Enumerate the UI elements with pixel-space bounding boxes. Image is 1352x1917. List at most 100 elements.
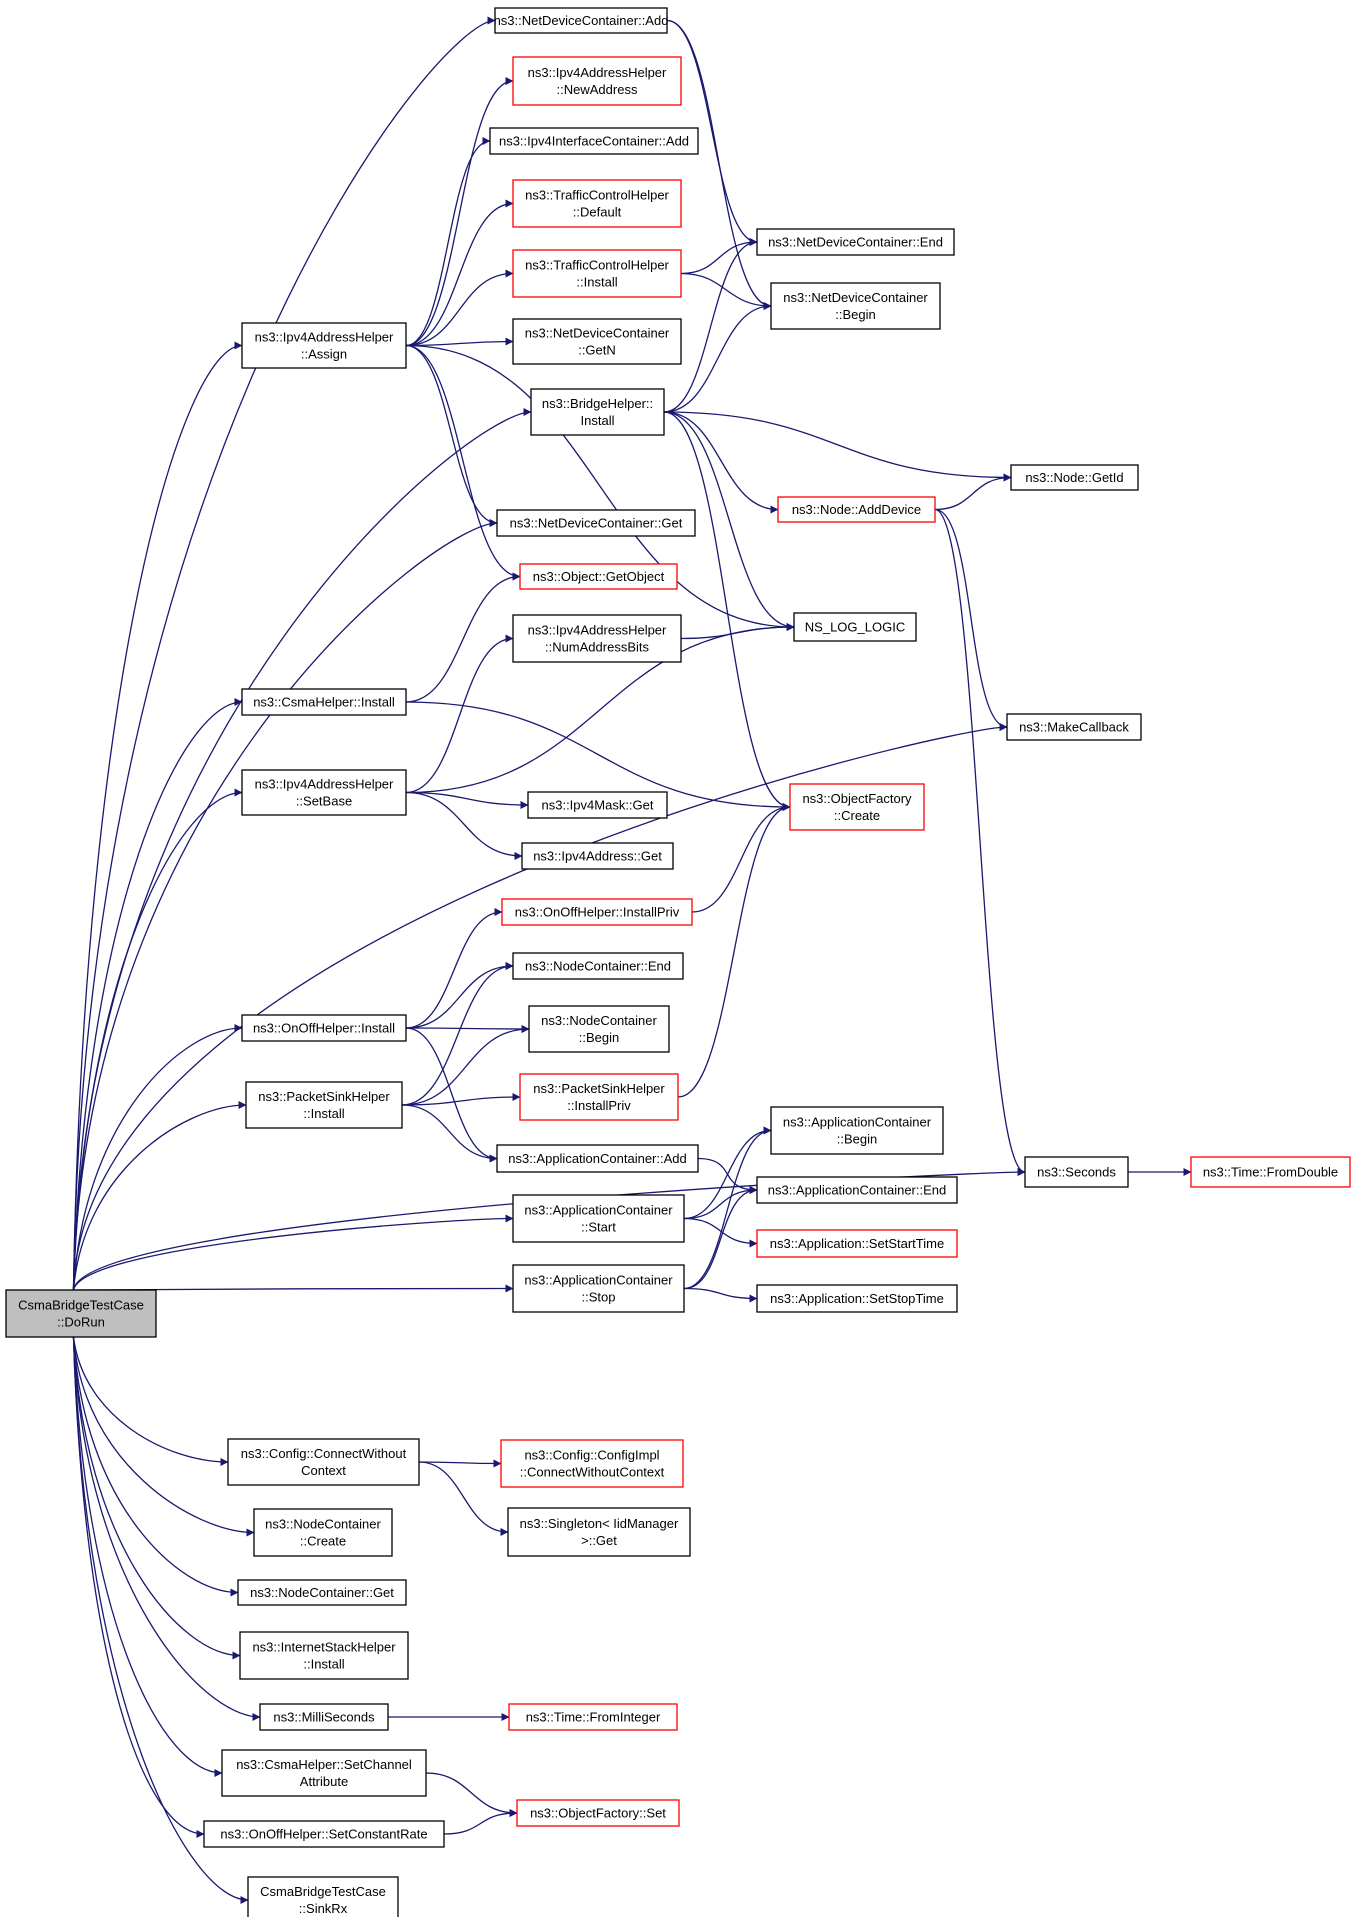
- node-getobj[interactable]: ns3::Object::GetObject: [519, 563, 678, 590]
- call-edge-pspriv-ofcreate: [677, 803, 791, 1098]
- call-edge-acstart-acend: [683, 1186, 758, 1220]
- node-ncbegin[interactable]: ns3::NodeContainer::Begin: [528, 1005, 670, 1053]
- call-edge-acstart-setstart: [683, 1217, 758, 1248]
- node-maskget[interactable]: ns3::Ipv4Mask::Get: [527, 791, 668, 819]
- node-newaddr[interactable]: ns3::Ipv4AddressHelper::NewAddress: [512, 56, 682, 106]
- node-label: ns3::Object::GetObject: [533, 569, 665, 584]
- node-onoffinst[interactable]: ns3::OnOffHelper::Install: [241, 1014, 407, 1042]
- node-nda[interactable]: ns3::NetDeviceContainer::Add: [494, 7, 669, 34]
- call-edge-csmainst-getobj: [405, 572, 521, 703]
- call-edge-root-ncget: [72, 1336, 239, 1597]
- node-ndend[interactable]: ns3::NetDeviceContainer::End: [756, 228, 955, 256]
- node-fromint[interactable]: ns3::Time::FromInteger: [508, 1703, 678, 1731]
- node-tcdef[interactable]: ns3::TrafficControlHelper::Default: [512, 179, 682, 228]
- node-setstart[interactable]: ns3::Application::SetStartTime: [756, 1229, 958, 1258]
- node-assign[interactable]: ns3::Ipv4AddressHelper::Assign: [241, 322, 407, 369]
- node-pspriv[interactable]: ns3::PacketSinkHelper::InstallPriv: [519, 1073, 679, 1121]
- node-cfgconn[interactable]: ns3::Config::ConnectWithoutContext: [227, 1438, 420, 1486]
- node-getid[interactable]: ns3::Node::GetId: [1010, 464, 1139, 491]
- node-root[interactable]: CsmaBridgeTestCase::DoRun: [5, 1289, 157, 1338]
- node-fromdouble[interactable]: ns3::Time::FromDouble: [1190, 1156, 1351, 1188]
- node-acend[interactable]: ns3::ApplicationContainer::End: [756, 1176, 958, 1204]
- node-makecb[interactable]: ns3::MakeCallback: [1006, 713, 1142, 741]
- node-ofset[interactable]: ns3::ObjectFactory::Set: [516, 1799, 680, 1827]
- node-seconds[interactable]: ns3::Seconds: [1024, 1156, 1129, 1188]
- node-label: ns3::ApplicationContainer: [524, 1273, 673, 1288]
- call-edge-root-bridge: [72, 408, 532, 1291]
- call-edge-root-makecb: [72, 723, 1008, 1291]
- call-edge-onoffpriv-ofcreate: [691, 803, 791, 913]
- node-label: ns3::ApplicationContainer::End: [768, 1183, 947, 1198]
- node-inetinst[interactable]: ns3::InternetStackHelper::Install: [239, 1631, 409, 1680]
- node-label: CsmaBridgeTestCase: [260, 1884, 386, 1899]
- node-label: ns3::ApplicationContainer::Add: [508, 1151, 687, 1166]
- node-acbegin[interactable]: ns3::ApplicationContainer::Begin: [770, 1106, 944, 1155]
- node-label: ns3::PacketSinkHelper: [533, 1081, 665, 1096]
- node-acadd[interactable]: ns3::ApplicationContainer::Add: [496, 1144, 699, 1173]
- node-label: Install: [581, 413, 615, 428]
- call-edge-root-setchan: [72, 1336, 223, 1777]
- node-label: NS_LOG_LOGIC: [805, 620, 905, 635]
- node-label: ns3::CsmaHelper::SetChannel: [236, 1757, 412, 1772]
- node-tcinst[interactable]: ns3::TrafficControlHelper::Install: [512, 249, 682, 298]
- node-adddev[interactable]: ns3::Node::AddDevice: [777, 496, 936, 523]
- call-edge-root-cfgconn: [72, 1336, 229, 1466]
- call-edge-psinst-pspriv: [401, 1093, 521, 1106]
- node-acstop[interactable]: ns3::ApplicationContainer::Stop: [512, 1264, 685, 1313]
- node-iicadd[interactable]: ns3::Ipv4InterfaceContainer::Add: [489, 127, 699, 155]
- call-edge-root-millis: [72, 1336, 261, 1721]
- node-nslog[interactable]: NS_LOG_LOGIC: [793, 612, 917, 642]
- node-label: ns3::Config::ConfigImpl: [524, 1448, 659, 1463]
- node-setstop[interactable]: ns3::Application::SetStopTime: [756, 1284, 958, 1313]
- node-ndbegin[interactable]: ns3::NetDeviceContainer::Begin: [770, 282, 941, 330]
- node-label: ns3::MilliSeconds: [273, 1710, 375, 1725]
- node-label: ns3::Ipv4AddressHelper: [255, 777, 394, 792]
- node-ndgetn[interactable]: ns3::NetDeviceContainer::GetN: [512, 318, 682, 365]
- node-label: ::DoRun: [57, 1315, 105, 1330]
- node-label: ns3::ApplicationContainer: [524, 1203, 673, 1218]
- call-edge-nda-ndbegin: [666, 19, 772, 310]
- node-label: ns3::Ipv4InterfaceContainer::Add: [499, 134, 689, 149]
- node-addrget[interactable]: ns3::Ipv4Address::Get: [521, 842, 674, 870]
- node-onoffpriv[interactable]: ns3::OnOffHelper::InstallPriv: [501, 898, 693, 926]
- node-psinst[interactable]: ns3::PacketSinkHelper::Install: [245, 1081, 403, 1129]
- node-ncget[interactable]: ns3::NodeContainer::Get: [237, 1579, 407, 1606]
- node-label: ns3::NodeContainer: [541, 1013, 657, 1028]
- node-millis[interactable]: ns3::MilliSeconds: [259, 1703, 389, 1731]
- node-nccreate[interactable]: ns3::NodeContainer::Create: [253, 1508, 393, 1557]
- node-label: ::Install: [303, 1657, 344, 1672]
- node-label: ns3::ObjectFactory: [802, 791, 912, 806]
- node-label: ::Stop: [582, 1290, 616, 1305]
- call-edge-numbits-nslog: [680, 623, 795, 640]
- call-edge-assign-tcinst: [405, 269, 514, 347]
- node-setbase[interactable]: ns3::Ipv4AddressHelper::SetBase: [241, 769, 407, 816]
- call-edge-root-inetinst: [72, 1336, 241, 1660]
- node-label: ::Create: [300, 1534, 346, 1549]
- node-label: ns3::Ipv4AddressHelper: [528, 623, 667, 638]
- node-cfgimpl[interactable]: ns3::Config::ConfigImpl::ConnectWithoutC…: [500, 1439, 684, 1488]
- node-csmainst[interactable]: ns3::CsmaHelper::Install: [241, 688, 407, 716]
- call-edge-assign-ndget: [405, 344, 498, 527]
- node-label: ns3::ApplicationContainer: [783, 1115, 932, 1130]
- node-sinkrx[interactable]: CsmaBridgeTestCase::SinkRx: [247, 1876, 399, 1917]
- node-acstart[interactable]: ns3::ApplicationContainer::Start: [512, 1194, 685, 1243]
- node-label: ns3::NetDeviceContainer::Add: [494, 13, 669, 28]
- call-edge-acstop-acbegin: [683, 1126, 772, 1290]
- node-ndget[interactable]: ns3::NetDeviceContainer::Get: [496, 509, 696, 537]
- node-setrate[interactable]: ns3::OnOffHelper::SetConstantRate: [203, 1820, 445, 1848]
- node-label: ::NewAddress: [557, 82, 638, 97]
- node-numbits[interactable]: ns3::Ipv4AddressHelper::NumAddressBits: [512, 614, 682, 663]
- call-edge-bridge-nslog: [663, 411, 795, 631]
- node-ncend[interactable]: ns3::NodeContainer::End: [512, 952, 684, 980]
- node-singleton[interactable]: ns3::Singleton< IidManager>::Get: [507, 1507, 691, 1557]
- call-edge-root-ndget: [72, 519, 498, 1291]
- node-label: ns3::Ipv4Address::Get: [533, 849, 662, 864]
- node-label: ::Begin: [835, 307, 875, 322]
- call-edge-csmainst-ofcreate: [405, 701, 791, 811]
- call-edge-adddev-makecb: [934, 508, 1008, 731]
- call-edge-bridge-ndend: [663, 238, 758, 413]
- call-edge-assign-iicadd: [405, 137, 491, 347]
- node-bridge[interactable]: ns3::BridgeHelper::Install: [530, 388, 665, 436]
- node-ofcreate[interactable]: ns3::ObjectFactory::Create: [789, 783, 925, 831]
